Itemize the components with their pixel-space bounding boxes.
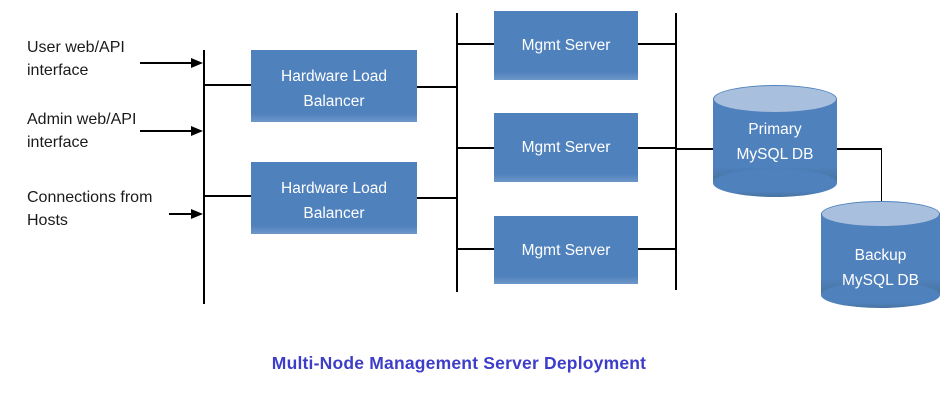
connector-line bbox=[638, 43, 676, 45]
node-mgmt-server-1: Mgmt Server bbox=[494, 11, 638, 80]
label-line: Admin web/API bbox=[27, 111, 137, 128]
label-line: User web/API bbox=[27, 39, 125, 56]
cylinder-bottom bbox=[821, 282, 940, 308]
connector-line bbox=[638, 147, 676, 149]
node-hardware-load-balancer-2: Hardware Load Balancer bbox=[251, 162, 417, 234]
node-hardware-load-balancer-1: Hardware Load Balancer bbox=[251, 50, 417, 122]
node-label-line: Hardware Load bbox=[281, 180, 387, 197]
node-label-line: Backup bbox=[854, 247, 907, 264]
label-admin-web-api: Admin web/API interface bbox=[27, 108, 136, 154]
arrow-line bbox=[169, 213, 195, 215]
diagram-title: Multi-Node Management Server Deployment bbox=[271, 353, 647, 373]
connector-line bbox=[203, 84, 251, 86]
cylinder-bottom bbox=[713, 169, 837, 197]
label-line: Connections from bbox=[27, 189, 153, 206]
cylinder-top bbox=[821, 201, 940, 227]
node-label-line: Mgmt Server bbox=[521, 241, 611, 259]
connector-line bbox=[203, 195, 251, 197]
node-backup-mysql-db: Backup MySQL DB bbox=[821, 201, 940, 308]
label-line: interface bbox=[27, 62, 89, 79]
connector-line bbox=[675, 148, 714, 150]
node-primary-mysql-db: Primary MySQL DB bbox=[713, 85, 837, 197]
node-label-line: Mgmt Server bbox=[521, 139, 611, 156]
label-connections-from-hosts: Connections from Hosts bbox=[27, 186, 152, 232]
arrow-line bbox=[140, 62, 195, 64]
node-label: Primary MySQL DB bbox=[713, 117, 837, 167]
label-line: Hosts bbox=[27, 212, 68, 229]
node-label-line: Primary bbox=[748, 121, 802, 138]
connector-line bbox=[880, 148, 883, 213]
connector-line bbox=[456, 147, 494, 149]
connector-line bbox=[836, 148, 882, 150]
bus-line-balancer-to-servers bbox=[456, 13, 458, 292]
connector-line bbox=[417, 197, 456, 199]
arrow-line bbox=[140, 130, 195, 132]
node-label-line: Mgmt Server bbox=[521, 37, 611, 54]
arrowhead-icon bbox=[191, 126, 203, 136]
cylinder-body bbox=[821, 214, 940, 295]
label-user-web-api: User web/API interface bbox=[27, 36, 125, 82]
connector-line bbox=[456, 248, 494, 250]
cylinder-top bbox=[713, 85, 837, 113]
connector-line bbox=[456, 43, 494, 45]
node-label-line: Balancer bbox=[303, 205, 365, 222]
node-mgmt-server-2: Mgmt Server bbox=[494, 113, 638, 182]
label-line: interface bbox=[27, 134, 89, 151]
node-mgmt-server-3: Mgmt Server bbox=[494, 216, 638, 284]
node-label-line: Hardware Load bbox=[281, 68, 387, 85]
bus-line-servers-to-db bbox=[675, 13, 677, 290]
node-label: Backup MySQL DB bbox=[821, 243, 940, 293]
connector-line bbox=[417, 86, 456, 88]
node-label-line: MySQL DB bbox=[736, 146, 814, 163]
connector-line bbox=[638, 248, 676, 250]
bus-line-inputs bbox=[203, 50, 205, 304]
arrowhead-icon bbox=[191, 209, 203, 219]
node-label-line: Balancer bbox=[303, 93, 365, 110]
arrowhead-icon bbox=[191, 58, 203, 68]
node-label-line: MySQL DB bbox=[842, 272, 919, 289]
